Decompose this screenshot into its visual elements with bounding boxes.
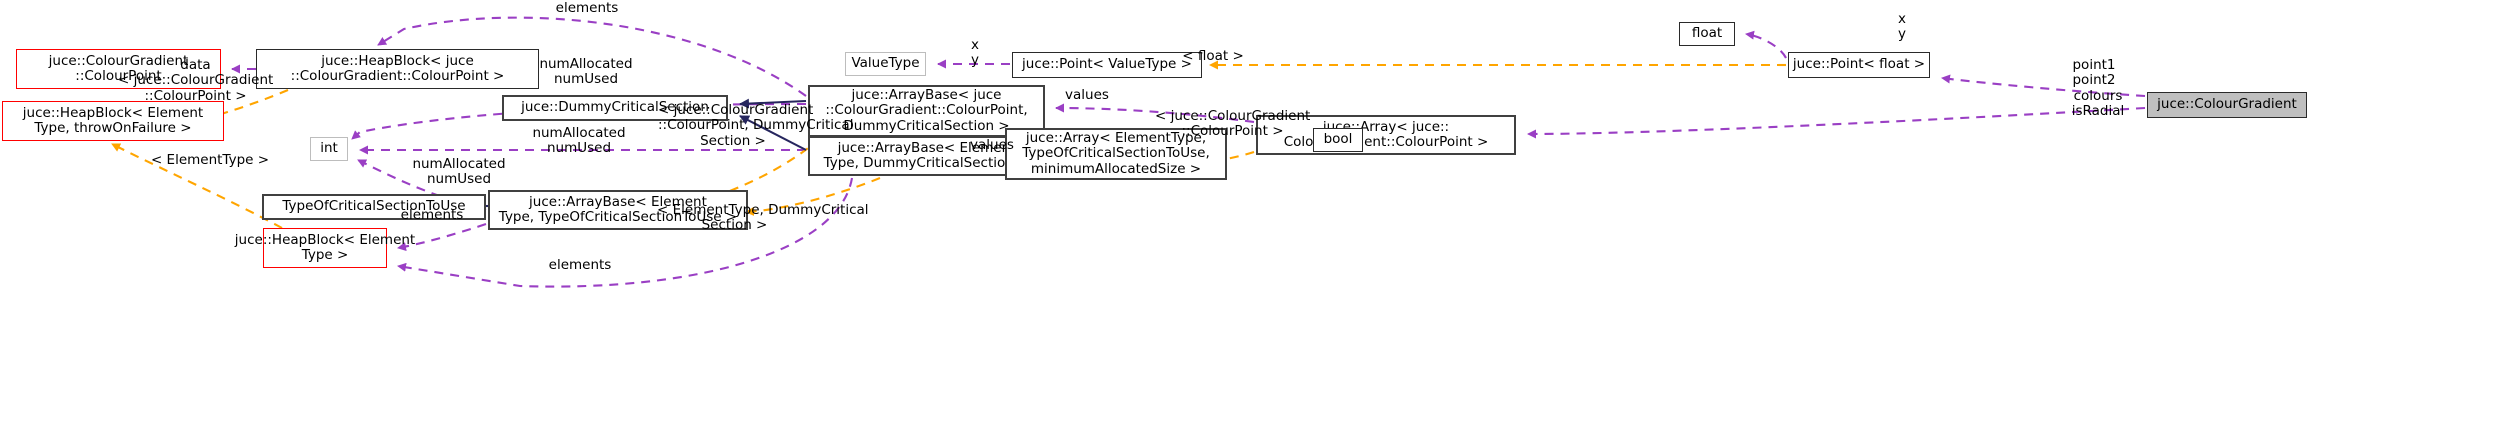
node-int[interactable]: int xyxy=(310,137,348,161)
edge-label-xy-right: x y xyxy=(1898,11,1906,43)
edge-label-elementtype-dummycrit: < ElementType, DummyCritical Section > xyxy=(657,202,869,234)
edge-label-colours-isradial: colours isRadial xyxy=(2071,88,2125,120)
node-juce-heapblock-elementtype[interactable]: juce::HeapBlock< Element Type > xyxy=(235,228,415,268)
node-juce-arraybase-colourpoint-dummycrit[interactable]: juce::ArrayBase< juce ::ColourGradient::… xyxy=(808,85,1045,137)
node-juce-dummycriticalsection[interactable]: juce::DummyCriticalSection xyxy=(502,95,728,121)
node-bool[interactable]: bool xyxy=(1313,128,1363,152)
edge-label-numallocated-top: numAllocated numUsed xyxy=(539,56,633,88)
edge-xy-float xyxy=(1745,30,1787,59)
node-float[interactable]: float xyxy=(1679,22,1735,46)
node-juce-heapblock-colourpoint[interactable]: juce::HeapBlock< juce ::ColourGradient::… xyxy=(256,49,539,89)
edge-label-colourpoint-template: < juce::ColourGradient ::ColourPoint > xyxy=(1155,108,1311,140)
node-juce-colourgradient-colourpoint[interactable]: juce::ColourGradient ::ColourPoint xyxy=(16,49,221,89)
edge-label-elements-mid: elements xyxy=(400,207,464,223)
edge-label-data: data < juce::ColourGradient ::ColourPoin… xyxy=(118,57,274,104)
edge-label-float-template: < float > xyxy=(1182,48,1244,64)
edge-colours-isradial xyxy=(1527,106,2146,139)
edge-label-values-upper: values xyxy=(1065,87,1109,103)
edge-label-elements-top: elements xyxy=(555,0,619,16)
node-juce-array-elementtype[interactable]: juce::Array< ElementType, TypeOfCritical… xyxy=(1005,128,1227,180)
node-valuetype[interactable]: ValueType xyxy=(845,52,926,76)
node-juce-point-valuetype[interactable]: juce::Point< ValueType > xyxy=(1012,52,1202,78)
edge-label-numallocated-low: numAllocated numUsed xyxy=(412,156,506,188)
node-typeofcriticalsectiontouse[interactable]: TypeOfCriticalSectionToUse xyxy=(262,194,486,220)
node-juce-colourgradient-focus[interactable]: juce::ColourGradient xyxy=(2147,92,2307,118)
edge-label-elementtype: < ElementType > xyxy=(150,152,270,168)
edge-label-point1-point2: point1 point2 xyxy=(2072,57,2116,89)
edge-label-xy-left: x y xyxy=(971,37,979,69)
edge-label-values-lower: values xyxy=(970,137,1014,153)
node-juce-heapblock-elementtype-throwonfailure[interactable]: juce::HeapBlock< Element Type, throwOnFa… xyxy=(2,101,224,141)
node-juce-point-float[interactable]: juce::Point< float > xyxy=(1788,52,1930,78)
edge-label-numallocated-mid: numAllocated numUsed xyxy=(532,125,626,157)
edge-label-elements-bottom: elements xyxy=(548,257,612,273)
edge-label-colourgradient-dummycrit: < juce::ColourGradient ::ColourPoint, Du… xyxy=(658,102,854,149)
node-juce-arraybase-elementtype-typeofcrit[interactable]: juce::ArrayBase< Element Type, TypeOfCri… xyxy=(488,190,748,230)
